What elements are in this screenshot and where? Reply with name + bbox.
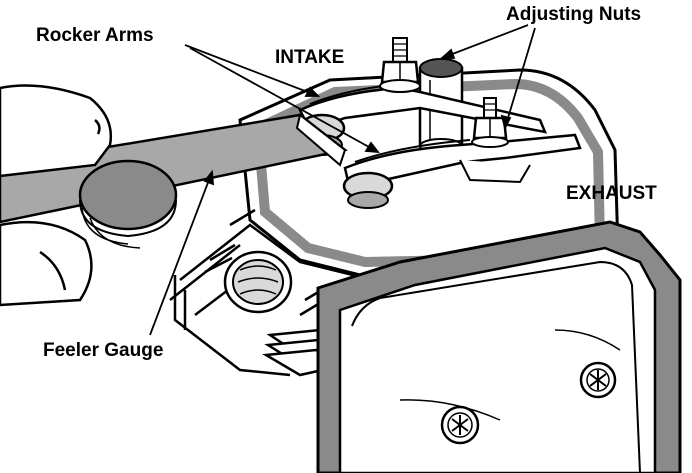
adjusting-nuts-label: Adjusting Nuts <box>506 4 642 25</box>
rocker-arms-label: Rocker Arms <box>36 25 154 46</box>
hand <box>0 84 113 307</box>
intake-label: INTAKE <box>275 47 345 68</box>
feeler-gauge-label: Feeler Gauge <box>43 340 164 361</box>
feeler-gauge <box>0 113 348 249</box>
threaded-port <box>223 250 293 314</box>
exhaust-rocker-arm <box>342 133 582 209</box>
exhaust-adjusting-nut <box>471 97 509 148</box>
valve-cover <box>316 220 682 473</box>
intake-adjusting-nut <box>379 37 421 93</box>
leader-lines <box>149 24 536 336</box>
cover-screw-right <box>579 361 617 399</box>
exhaust-label: EXHAUST <box>566 183 657 204</box>
cover-screw-left <box>440 405 480 445</box>
